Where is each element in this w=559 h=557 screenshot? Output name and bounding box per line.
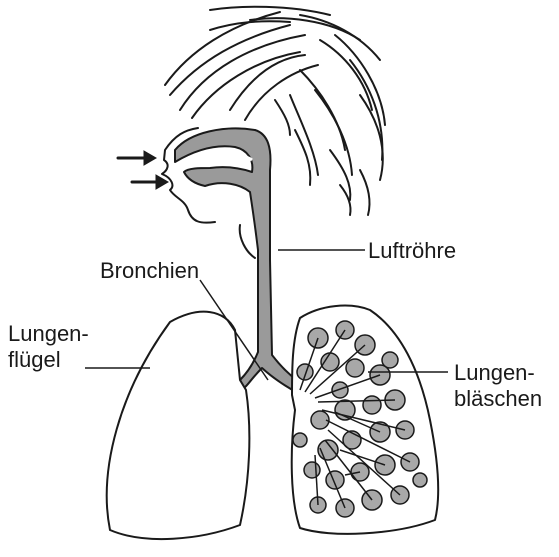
- label-lungenfluegel-line1: Lungen-: [8, 321, 89, 347]
- palate-line: [195, 154, 252, 160]
- label-lungenfluegel-line2: flügel: [8, 347, 89, 373]
- left-lung: [107, 312, 250, 539]
- arrow-icon: [118, 151, 168, 189]
- label-lungenblaeschen-line1: Lungen-: [454, 360, 542, 386]
- label-luftroehre: Luftröhre: [368, 238, 456, 264]
- label-lungenblaeschen-line2: bläschen: [454, 386, 542, 412]
- label-lungenfluegel: Lungen- flügel: [8, 321, 89, 373]
- label-bronchien: Bronchien: [100, 258, 199, 284]
- label-lungenblaeschen: Lungen- bläschen: [454, 360, 542, 412]
